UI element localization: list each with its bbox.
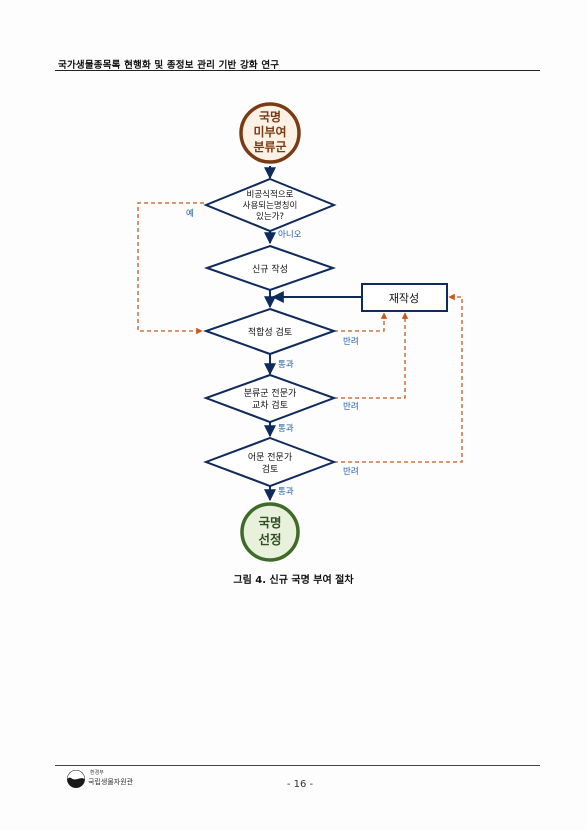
decision-usage-node: 비공식적으로 사용되는명칭이 있는가? xyxy=(203,177,337,233)
running-header: 국가생물종목록 현행화 및 종정보 관리 기반 강화 연구 xyxy=(58,60,280,71)
start-text-2: 미부여 xyxy=(253,124,286,139)
main-flow-connectors xyxy=(264,166,362,502)
decision-usage-text-3: 있는가? xyxy=(256,211,284,222)
label-pass-2: 통과 xyxy=(278,424,294,434)
taxon-review-text-2: 교차 검토 xyxy=(252,399,288,411)
figure-caption: 그림 4. 신규 국명 부여 절차 xyxy=(233,575,354,586)
taxon-review-text-1: 분류군 전문가 xyxy=(244,388,297,399)
footer-ministry: 환경부 xyxy=(90,770,104,776)
suitability-review-text: 적합성 검토 xyxy=(248,326,292,338)
feedback-connectors xyxy=(137,202,463,463)
start-node: 국명 미부여 분류군 xyxy=(239,102,301,164)
procedure-flowchart: 국명 미부여 분류군 비공식적으로 사용되는명칭이 있는가? 신규 작성 재작성… xyxy=(137,102,463,562)
new-creation-node: 신규 작성 xyxy=(203,244,337,292)
decision-usage-text-1: 비공식적으로 xyxy=(247,189,294,200)
dashed-reject-review xyxy=(334,312,388,332)
language-review-text-1: 어문 전문가 xyxy=(248,452,292,463)
taxon-review-node: 분류군 전문가 교차 검토 xyxy=(203,373,337,424)
page-number: - 16 - xyxy=(286,779,314,790)
end-text-1: 국명 xyxy=(258,515,281,530)
edge-labels: 예 아니오 통과 통과 통과 반려 반려 반려 xyxy=(186,208,359,497)
label-yes: 예 xyxy=(186,208,194,219)
label-reject-2: 반려 xyxy=(343,401,359,412)
footer-organization: 국립생물자원관 xyxy=(88,778,134,786)
government-emblem-icon xyxy=(67,770,85,788)
start-text-3: 분류군 xyxy=(253,140,286,154)
start-text-1: 국명 xyxy=(259,110,281,124)
dashed-reject-language xyxy=(334,293,463,463)
label-reject-1: 반려 xyxy=(343,336,359,347)
dashed-yes-path xyxy=(137,202,204,335)
label-reject-3: 반려 xyxy=(343,466,359,477)
label-pass-1: 통과 xyxy=(278,360,294,370)
language-review-node: 어문 전문가 검토 xyxy=(203,436,337,488)
end-node: 국명 선정 xyxy=(240,502,300,562)
header-rule xyxy=(55,70,540,71)
label-pass-3: 통과 xyxy=(278,487,294,497)
new-creation-text: 신규 작성 xyxy=(252,264,288,275)
language-review-text-2: 검토 xyxy=(262,463,279,475)
suitability-review-node: 적합성 검토 xyxy=(202,307,338,356)
rewrite-node: 재작성 xyxy=(361,283,448,312)
rewrite-text: 재작성 xyxy=(389,292,419,305)
decision-usage-text-2: 사용되는명칭이 xyxy=(243,200,298,211)
label-no: 아니오 xyxy=(278,229,302,240)
end-text-2: 선정 xyxy=(258,532,281,547)
dashed-reject-taxon xyxy=(334,312,409,399)
footer-rule xyxy=(55,765,540,766)
